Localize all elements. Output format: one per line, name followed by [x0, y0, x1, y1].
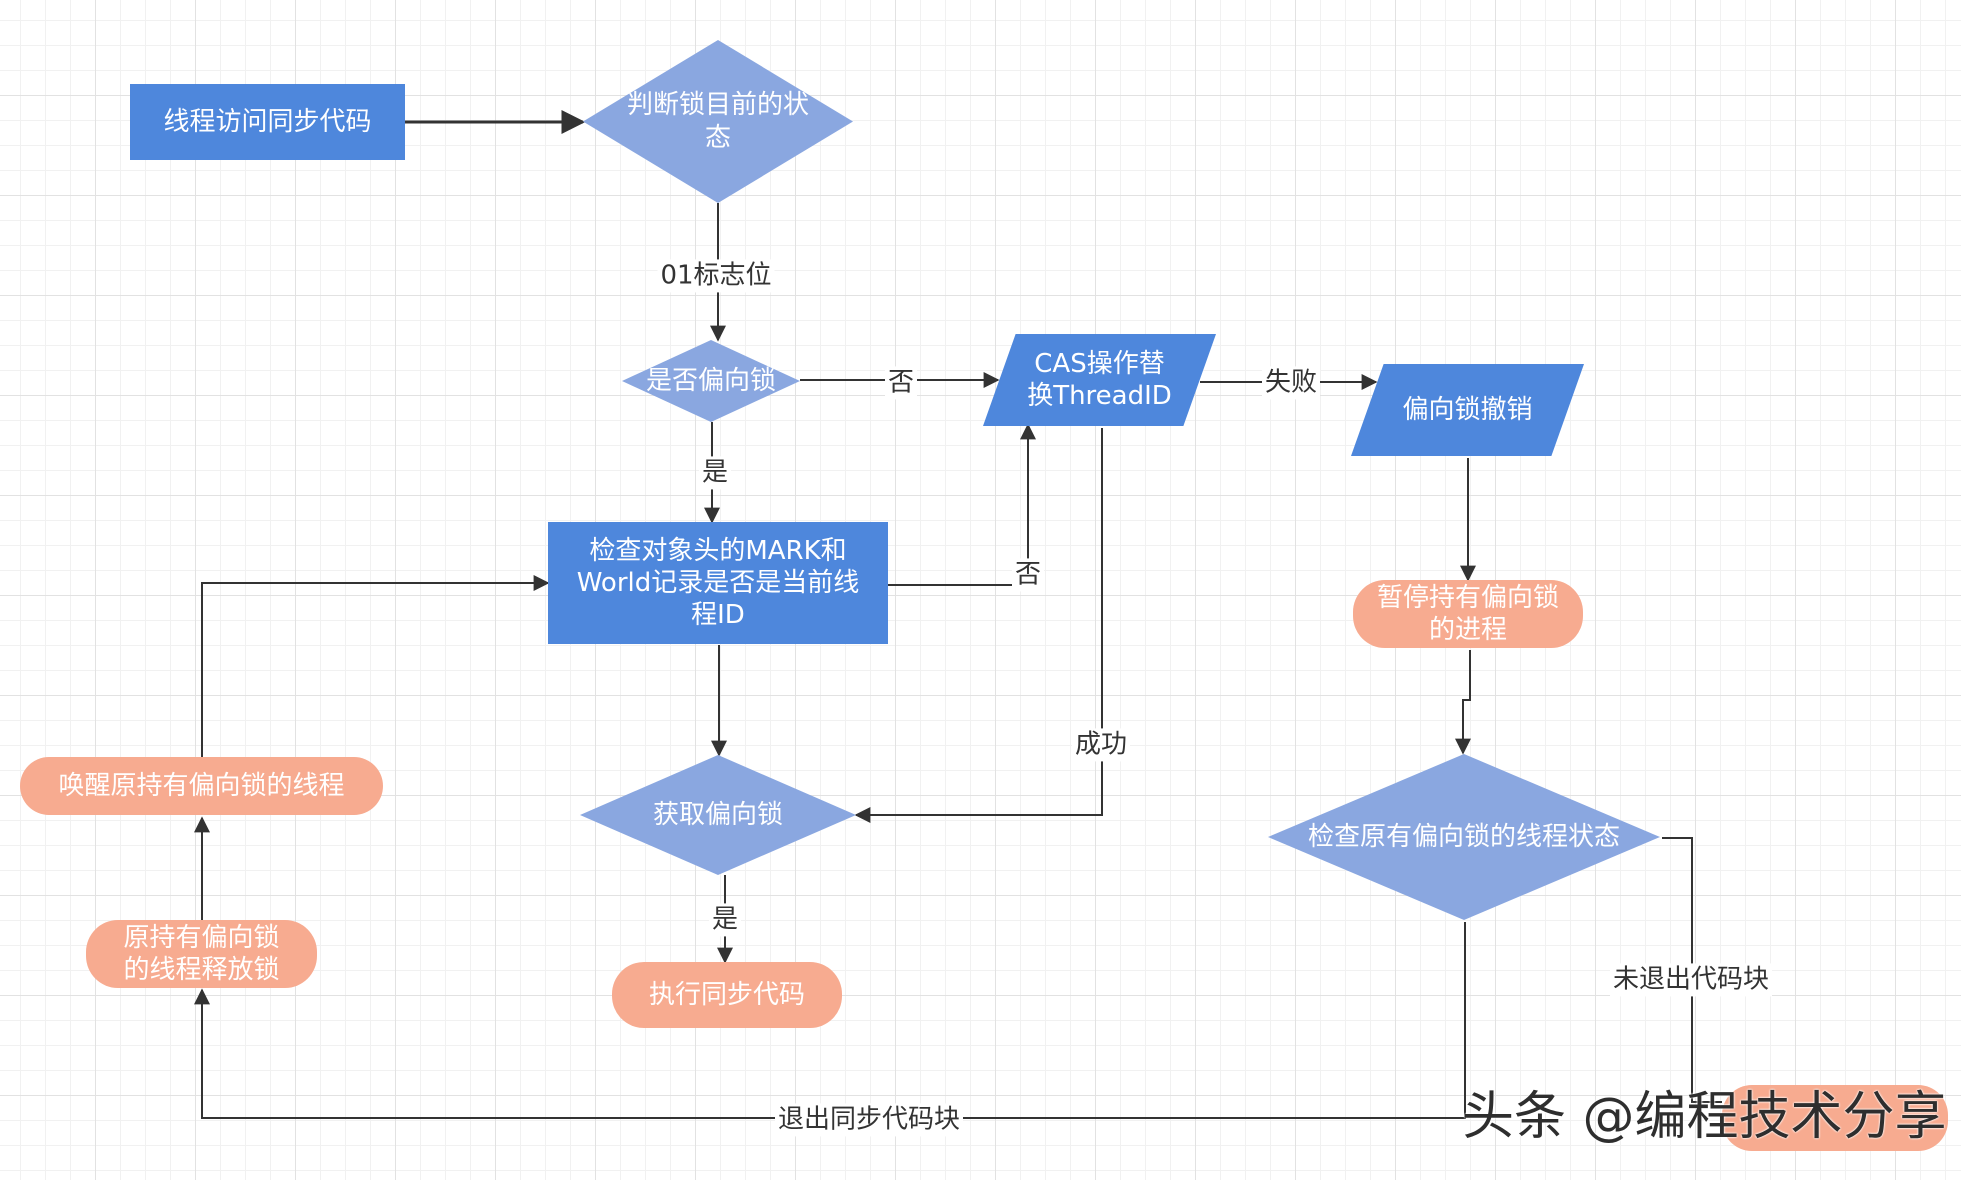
node-cas-replace: CAS操作替换ThreadID: [983, 334, 1216, 426]
edge-label-no-from-check: 否: [1011, 558, 1045, 592]
edge-cas-to-acquire: [854, 428, 1103, 823]
edge-suspend-to-checkstate: [1455, 650, 1471, 755]
edge-wake-to-check: [201, 575, 550, 757]
edge-label-no-to-cas: 否: [884, 366, 918, 400]
edge-label-fail: 失败: [1261, 366, 1321, 400]
edge-label-not-exited: 未退出代码块: [1609, 963, 1773, 997]
node-revoke-biased: 偏向锁撤销: [1351, 364, 1584, 456]
node-suspend-holder: 暂停持有偏向锁的进程: [1353, 580, 1583, 648]
edge-label-yes-to-check: 是: [698, 456, 732, 490]
edge-label-success: 成功: [1071, 728, 1131, 762]
node-wake-holder: 唤醒原持有偏向锁的线程: [20, 757, 383, 815]
edge-label-exited: 退出同步代码块: [774, 1103, 964, 1137]
edge-label-yes-to-execute: 是: [708, 903, 742, 937]
edge-label-flag01: 01标志位: [657, 259, 775, 293]
edge-checkstate-exited: [194, 922, 1466, 1119]
node-execute-sync: 执行同步代码: [612, 962, 842, 1028]
node-check-mark-word: 检查对象头的MARK和World记录是否是当前线程ID: [548, 522, 888, 644]
node-holder-release: 原持有偏向锁的线程释放锁: [86, 920, 317, 988]
watermark-badge: [1722, 1085, 1948, 1151]
watermark: 头条 @编程技术分享: [1462, 1087, 1947, 1147]
edge-check-to-cas: [888, 423, 1036, 586]
node-access-sync-code: 线程访问同步代码: [130, 84, 405, 160]
